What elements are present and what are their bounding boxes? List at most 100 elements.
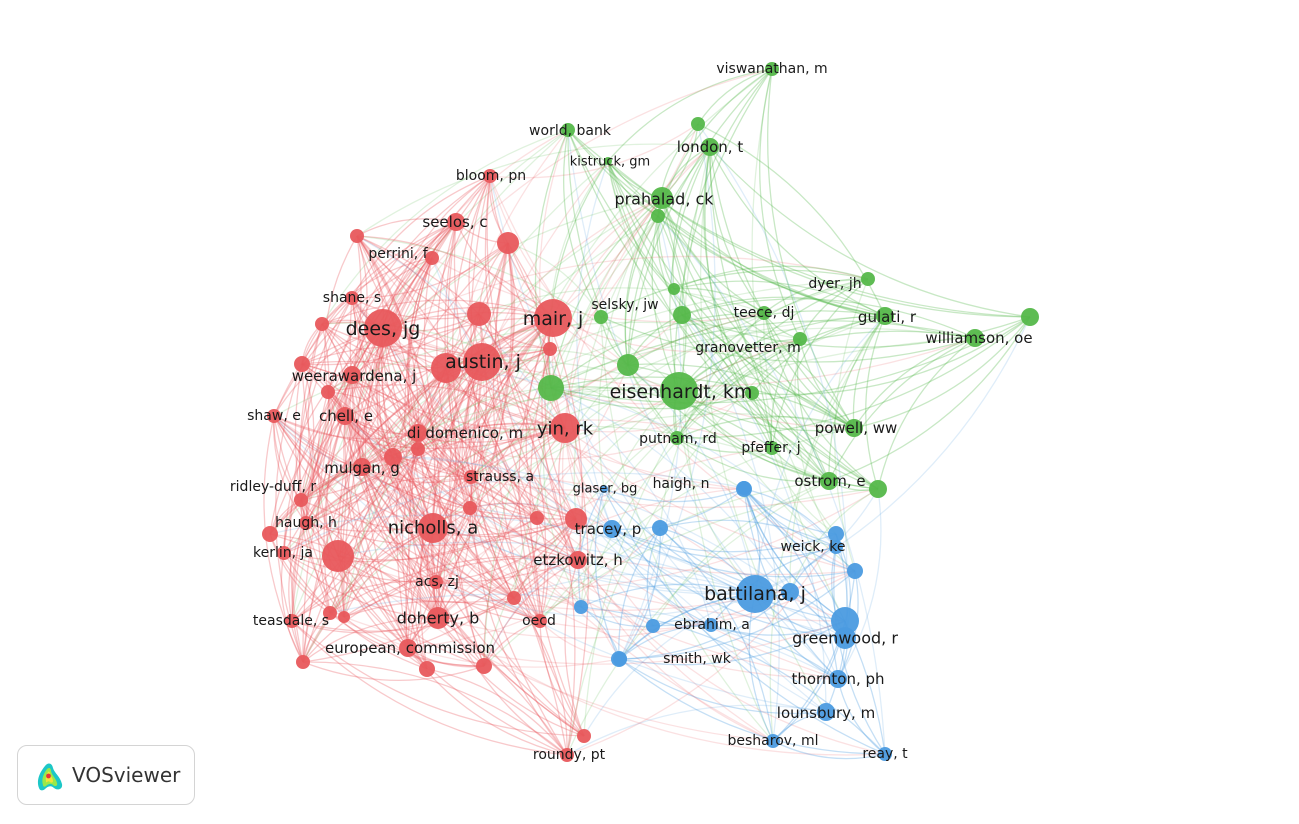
label-glaser-bg[interactable]: glaser, bg: [573, 482, 638, 497]
node[interactable]: [869, 480, 887, 498]
label-putnam-rd[interactable]: putnam, rd: [639, 431, 717, 447]
node-prahalad-ck[interactable]: [651, 187, 673, 209]
node[interactable]: [497, 232, 519, 254]
node-putnam-rd[interactable]: [670, 431, 684, 445]
label-selsky-jw[interactable]: selsky, jw: [591, 297, 658, 313]
node[interactable]: [831, 607, 859, 635]
node-ebrahim-a[interactable]: [704, 618, 718, 632]
node-shaw-e[interactable]: [267, 409, 281, 423]
node[interactable]: [691, 117, 705, 131]
node[interactable]: [411, 442, 425, 456]
label-oecd[interactable]: oecd: [522, 613, 556, 629]
node[interactable]: [431, 353, 461, 383]
node-teece-dj[interactable]: [757, 306, 771, 320]
node-oecd[interactable]: [533, 614, 547, 628]
node-granovetter-m[interactable]: [793, 332, 807, 346]
node-williamson-oe[interactable]: [966, 329, 984, 347]
label-mulgan-g[interactable]: mulgan, g: [324, 459, 400, 477]
label-acs-zj[interactable]: acs, zj: [415, 574, 459, 590]
node-strauss-a[interactable]: [464, 470, 478, 484]
node[interactable]: [467, 302, 491, 326]
node-dyer-jh[interactable]: [861, 272, 875, 286]
node[interactable]: [736, 481, 752, 497]
node-ridley-duff-r[interactable]: [294, 493, 308, 507]
node-european-commission[interactable]: [399, 639, 417, 657]
node-roundy-pt[interactable]: [560, 748, 574, 762]
node-ostrom-e[interactable]: [820, 472, 838, 490]
node-world-bank[interactable]: [561, 123, 575, 137]
label-nicholls-a[interactable]: nicholls, a: [388, 518, 479, 539]
node[interactable]: [507, 591, 521, 605]
node-doherty-b[interactable]: [427, 607, 449, 629]
node-selsky-jw[interactable]: [594, 310, 608, 324]
node-mair-j[interactable]: [534, 299, 572, 337]
label-teece-dj[interactable]: teece, dj: [734, 305, 795, 321]
label-williamson-oe[interactable]: williamson, oe: [925, 329, 1032, 347]
node[interactable]: [463, 501, 477, 515]
label-powell-ww[interactable]: powell, ww: [815, 419, 898, 437]
label-dees-jg[interactable]: dees, jg: [346, 318, 421, 340]
label-ridley-duff-r[interactable]: ridley-duff, r: [230, 479, 316, 495]
node-nicholls-a[interactable]: [418, 513, 448, 543]
label-perrini-f[interactable]: perrini, f: [368, 246, 428, 262]
label-weerawardena-j[interactable]: weerawardena, j: [292, 367, 417, 385]
label-pfeffer-j[interactable]: pfeffer, j: [741, 440, 800, 456]
label-shane-s[interactable]: shane, s: [323, 290, 381, 306]
node-besharov-ml[interactable]: [766, 734, 780, 748]
label-tracey-p[interactable]: tracey, p: [575, 520, 642, 538]
vosviewer-logo[interactable]: VOSviewer: [17, 745, 195, 805]
label-besharov-ml[interactable]: besharov, ml: [728, 733, 819, 749]
node-weerawardena-j[interactable]: [343, 366, 361, 384]
node-kistruck-gm[interactable]: [604, 157, 612, 165]
node[interactable]: [476, 658, 492, 674]
node-eisenhardt-km[interactable]: [660, 372, 698, 410]
node[interactable]: [543, 342, 557, 356]
node[interactable]: [611, 651, 627, 667]
label-doherty-b[interactable]: doherty, b: [397, 609, 480, 628]
node[interactable]: [419, 661, 435, 677]
node[interactable]: [577, 729, 591, 743]
node-teasdale-s[interactable]: [285, 614, 299, 628]
label-austin-j[interactable]: austin, j: [445, 351, 521, 373]
label-european-commission[interactable]: european, commission: [325, 639, 495, 657]
node[interactable]: [652, 520, 668, 536]
label-world-bank[interactable]: world, bank: [529, 123, 612, 139]
label-strauss-a[interactable]: strauss, a: [466, 469, 534, 485]
node-etzkowitz-h[interactable]: [569, 551, 587, 569]
node[interactable]: [262, 526, 278, 542]
node-glaser-bg[interactable]: [600, 485, 608, 493]
node-gulati-r[interactable]: [876, 307, 894, 325]
node[interactable]: [565, 508, 587, 530]
label-london-t[interactable]: london, t: [677, 138, 744, 156]
node[interactable]: [338, 611, 350, 623]
node-di-domenico-m[interactable]: [409, 424, 427, 442]
node-london-t[interactable]: [701, 138, 719, 156]
label-etzkowitz-h[interactable]: etzkowitz, h: [533, 551, 623, 569]
node-chell-e[interactable]: [336, 407, 354, 425]
node[interactable]: [384, 448, 402, 466]
node-kerlin-ja[interactable]: [277, 546, 291, 560]
label-greenwood-r[interactable]: greenwood, r: [792, 629, 898, 648]
node[interactable]: [321, 385, 335, 399]
node[interactable]: [350, 229, 364, 243]
node-shane-s[interactable]: [345, 291, 359, 305]
node-thornton-ph[interactable]: [829, 670, 847, 688]
label-lounsbury-m[interactable]: lounsbury, m: [777, 704, 875, 722]
label-bloom-pn[interactable]: bloom, pn: [456, 168, 526, 184]
label-prahalad-ck[interactable]: prahalad, ck: [614, 190, 714, 209]
node-viswanathan-m[interactable]: [765, 62, 779, 76]
node[interactable]: [745, 386, 759, 400]
node[interactable]: [781, 583, 799, 601]
node-seelos-c[interactable]: [447, 213, 465, 231]
node[interactable]: [847, 563, 863, 579]
label-yin-rk[interactable]: yin, rk: [537, 419, 594, 440]
node-reay-t[interactable]: [878, 747, 892, 761]
node[interactable]: [646, 619, 660, 633]
node-pfeffer-j[interactable]: [765, 441, 779, 455]
label-granovetter-m[interactable]: granovetter, m: [695, 340, 800, 356]
node-weick-ke[interactable]: [829, 540, 843, 554]
label-shaw-e[interactable]: shaw, e: [247, 408, 301, 424]
node[interactable]: [651, 209, 665, 223]
node-bloom-pn[interactable]: [483, 169, 497, 183]
